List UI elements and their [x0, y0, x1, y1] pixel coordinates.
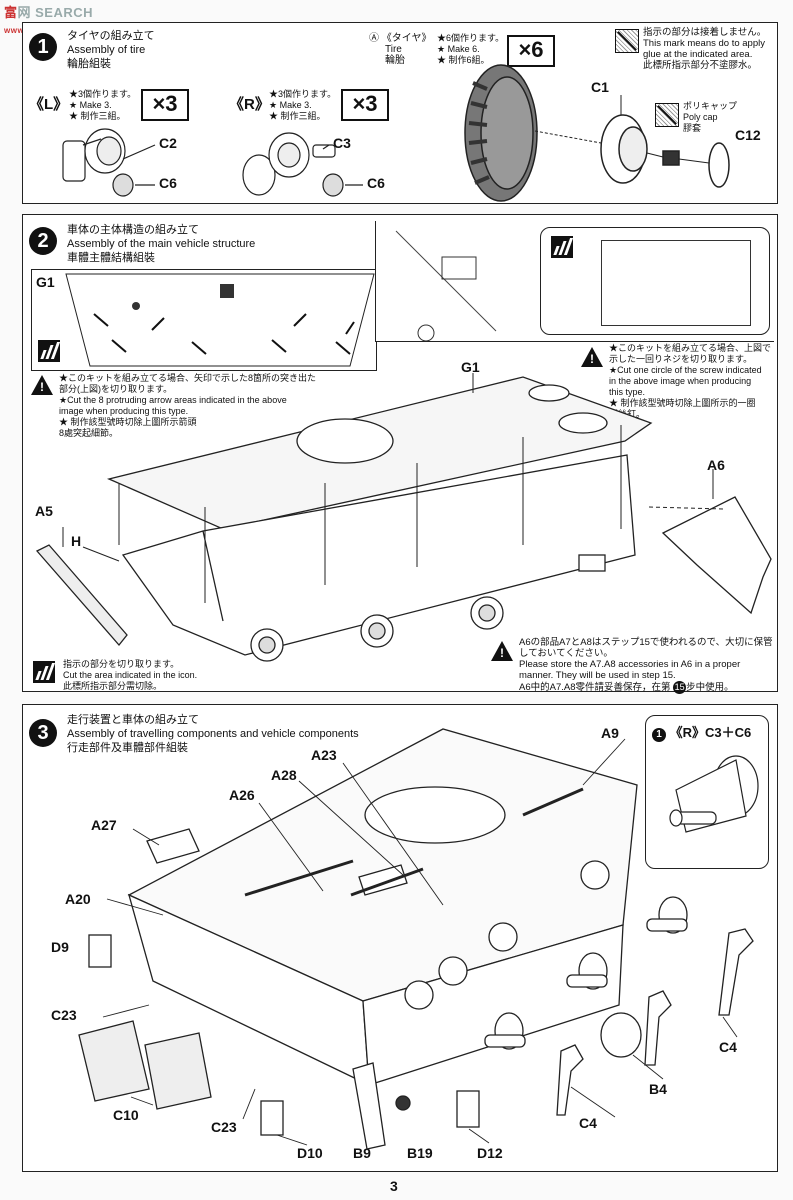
label-a5: A5 [35, 503, 53, 519]
warning-icon-2: ! [581, 347, 603, 367]
part-c12: C12 [735, 127, 761, 143]
label-c4-2: C4 [579, 1115, 597, 1131]
cut-icon-2 [551, 236, 574, 258]
warning-icon-3: ! [491, 641, 513, 661]
step3-drawing [78, 728, 754, 1150]
label-a20: A20 [65, 891, 91, 907]
step2-drawing [35, 373, 772, 662]
part-c2: C2 [159, 135, 177, 151]
label-d9: D9 [51, 939, 69, 955]
cut-icon-3 [33, 661, 56, 683]
part-c3: C3 [333, 135, 351, 151]
warning-icon: ! [31, 375, 53, 395]
left-multiplier: ×3 [141, 89, 189, 121]
label-b19: B19 [407, 1145, 433, 1161]
left-note: ★3個作ります。★ Make 3.★ 制作三組。 [69, 89, 137, 121]
glue-note: 指示の部分は接着しません。This mark means do to apply… [643, 27, 767, 71]
cut-note: 指示の部分を切り取ります。Cut the area indicated in t… [63, 659, 198, 691]
label-d10: D10 [297, 1145, 323, 1161]
label-g1: G1 [461, 359, 480, 375]
tire-multiplier: ×6 [507, 35, 555, 67]
label-d12: D12 [477, 1145, 503, 1161]
page-number: 3 [390, 1178, 398, 1194]
step2-number: 2 [29, 227, 57, 255]
cut-icon [38, 340, 61, 362]
part-c6-right: C6 [367, 175, 385, 191]
label-a23: A23 [311, 747, 337, 763]
label-a9: A9 [601, 725, 619, 741]
label-c23-2: C23 [211, 1119, 237, 1135]
store-note: A6の部品A7とA8はステップ15で使われるので、大切に保管しておいてください。… [519, 637, 773, 694]
label-a27: A27 [91, 817, 117, 833]
label-a28: A28 [271, 767, 297, 783]
label-c4: C4 [719, 1039, 737, 1055]
tire-note: ★6個作ります。★ Make 6.★ 制作6組。 [437, 33, 505, 65]
label-c10: C10 [113, 1107, 139, 1123]
right-label: 《R》 [229, 96, 270, 113]
no-glue-icon-2 [655, 103, 679, 127]
r-inset: 1 《R》C3＋C6 [645, 715, 769, 869]
step3-number: 3 [29, 719, 57, 747]
warn-left: ★このキットを組み立てる場合、矢印で示した8箇所の突き出た部分(上図)を切り取り… [59, 373, 317, 438]
right-note: ★3個作ります。★ Make 3.★ 制作三組。 [269, 89, 337, 121]
no-glue-icon [615, 29, 639, 53]
part-c1: C1 [591, 79, 609, 95]
label-h: H [71, 533, 82, 549]
label-a26: A26 [229, 787, 255, 803]
step1-drawing [62, 64, 730, 202]
screw-inset [375, 221, 774, 342]
label-b4: B4 [649, 1081, 667, 1097]
label-a6: A6 [707, 457, 725, 473]
g1-inset-label: G1 [36, 274, 55, 290]
left-label: 《L》 [29, 96, 69, 113]
part-c6-left: C6 [159, 175, 177, 191]
label-c23: C23 [51, 1007, 77, 1023]
right-multiplier: ×3 [341, 89, 389, 121]
step1-number: 1 [29, 33, 57, 61]
g1-inset: G1 [31, 269, 377, 371]
